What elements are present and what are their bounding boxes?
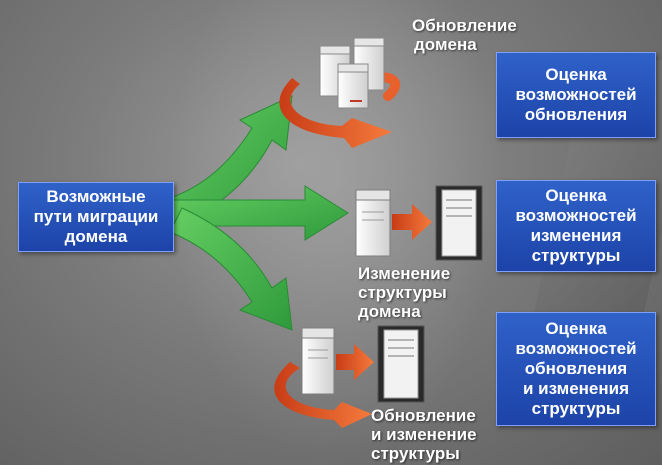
- arrow-lower-branch: [169, 207, 293, 331]
- label-line: Обновление: [412, 16, 517, 35]
- server-icon: [301, 327, 335, 395]
- assessment-line: Оценка: [545, 319, 607, 338]
- assessment-line: структуры: [531, 399, 621, 418]
- transfer-arrow-icon: [336, 344, 374, 380]
- upgrade-and-restructure-graphic: [274, 325, 425, 428]
- label-upgrade-domain: Обновление домена: [412, 16, 517, 54]
- restructure-domain-graphic: [355, 185, 483, 261]
- assessment-line: и изменения: [522, 379, 630, 398]
- assessment-line: изменения: [530, 226, 622, 245]
- server-icon: [337, 63, 369, 109]
- label-line: Изменение: [358, 264, 451, 283]
- upgrade-domain-graphic: [279, 37, 401, 148]
- label-line: и изменение: [371, 425, 477, 444]
- green-branch-arrows: [169, 95, 349, 331]
- source-box-line: домена: [64, 227, 128, 246]
- label-line: структуры: [371, 444, 460, 463]
- label-line: Обновление: [371, 406, 476, 425]
- server-icon: [355, 189, 391, 257]
- assessment-line: структуры: [531, 246, 621, 265]
- assessment-line: Оценка: [545, 186, 607, 205]
- assessment-line: возможностей: [515, 339, 637, 358]
- assessment-line: возможностей: [515, 206, 637, 225]
- assessment-box-upgrade: Оценка возможностей обновления: [496, 52, 656, 138]
- label-upgrade-and-restructure: Обновление и изменение структуры: [371, 406, 477, 463]
- label-line: структуры: [358, 283, 447, 302]
- label-line: домена: [358, 302, 421, 321]
- label-restructure-domain: Изменение структуры домена: [358, 264, 450, 321]
- assessment-box-upgrade-and-restructure: Оценка возможностей обновления и изменен…: [496, 312, 656, 426]
- assessment-line: Оценка: [545, 65, 607, 84]
- upgrade-cycle-arrow-icon: [274, 362, 372, 428]
- upgrade-cycle-arrow-icon: [279, 78, 392, 148]
- source-box-line: Возможные: [46, 187, 146, 206]
- server-icon: [435, 185, 483, 261]
- assessment-line: обновления: [524, 105, 628, 124]
- source-box-migration-paths: Возможные пути миграции домена: [18, 182, 174, 252]
- transfer-arrow-icon: [392, 204, 432, 240]
- assessment-line: обновления: [524, 359, 628, 378]
- label-line: домена: [414, 35, 477, 54]
- source-box-line: пути миграции: [33, 207, 159, 226]
- assessment-line: возможностей: [515, 85, 637, 104]
- assessment-box-restructure: Оценка возможностей изменения структуры: [496, 180, 656, 272]
- server-icon: [377, 325, 425, 403]
